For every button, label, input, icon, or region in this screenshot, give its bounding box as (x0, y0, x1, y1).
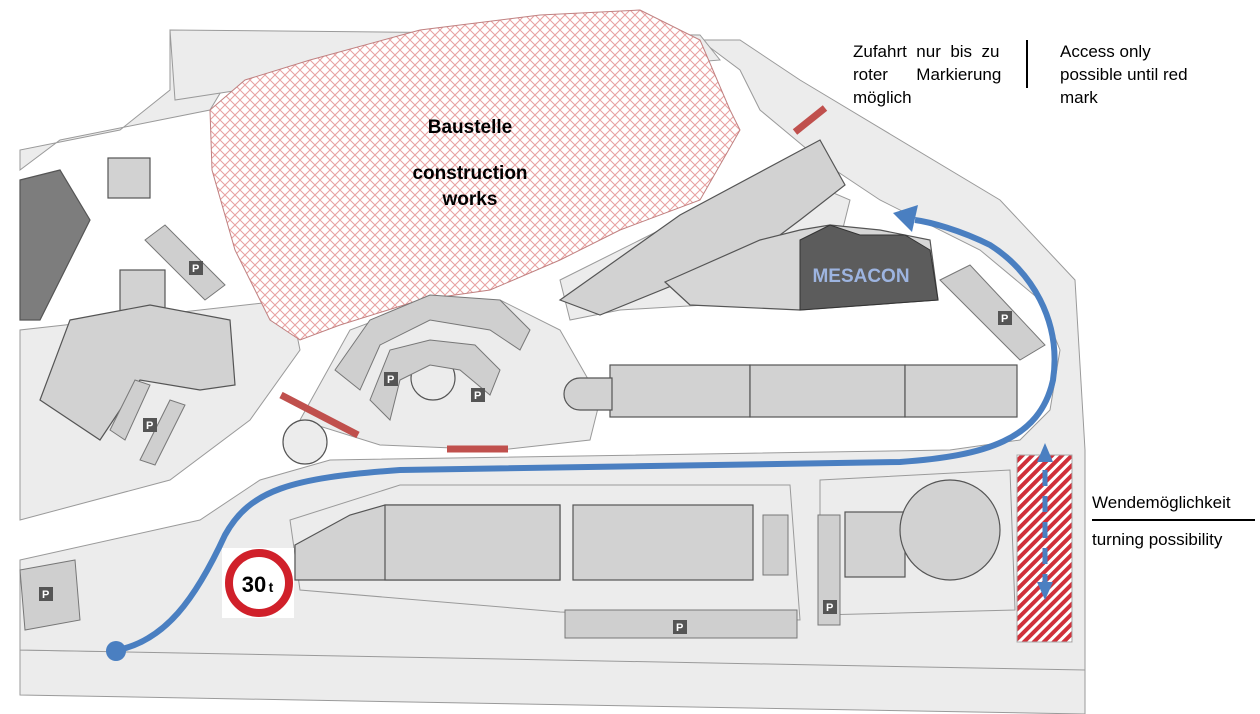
access-note-en: Access only possible until red mark (1060, 42, 1188, 107)
svg-text:P: P (676, 622, 683, 634)
parking-icon: P (189, 261, 203, 275)
access-route (106, 205, 1058, 661)
red-mark (792, 105, 828, 135)
parking-icon: P (823, 600, 837, 614)
access-note-de: Zufahrt nur bis zu roter Markierung mögl… (853, 42, 1002, 107)
parking-icon: P (471, 388, 485, 402)
turning-label-de: Wendemöglichkeit (1092, 493, 1231, 512)
construction-area (209, 9, 741, 341)
turning-label-en: turning possibility (1092, 530, 1223, 549)
route-start (106, 641, 126, 661)
construction-title: Baustelle (428, 117, 512, 138)
svg-text:P: P (474, 390, 481, 402)
mesacon-building (799, 224, 939, 311)
parking-icon: P (39, 587, 53, 601)
svg-text:P: P (387, 374, 394, 386)
mesacon-label: MESACON (812, 266, 909, 287)
parking-icon: P (673, 620, 687, 634)
svg-text:P: P (146, 420, 153, 432)
red-mark (279, 391, 360, 439)
access-limit-marks (279, 105, 828, 453)
route-arrow-head (893, 205, 918, 232)
svg-text:P: P (1001, 313, 1008, 325)
parking-icon: P (384, 372, 398, 386)
parking-icon: P (143, 418, 157, 432)
construction-subtitle: works (442, 189, 498, 210)
turning-arrow (1037, 443, 1053, 600)
buildings (19, 139, 1018, 581)
parking-icon: P (998, 311, 1012, 325)
weight-limit-sign: 30 t (222, 548, 294, 618)
svg-text:30: 30 (242, 572, 266, 597)
construction-subtitle: construction (412, 163, 527, 184)
svg-text:P: P (826, 602, 833, 614)
svg-text:t: t (269, 579, 274, 595)
parking-signs: P P P P P P P P (39, 261, 1012, 634)
svg-text:P: P (42, 589, 49, 601)
parking-areas (19, 224, 1046, 639)
svg-text:P: P (192, 263, 199, 275)
